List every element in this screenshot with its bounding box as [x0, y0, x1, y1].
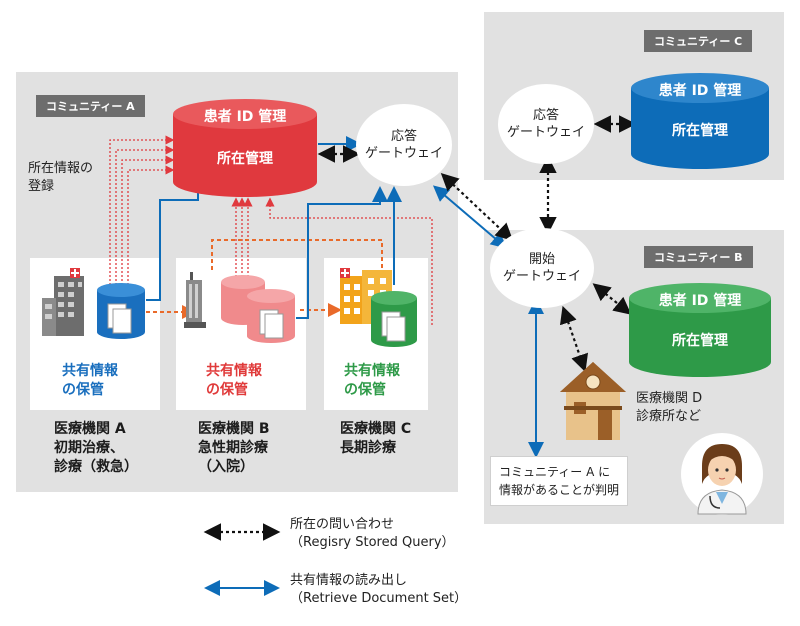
institution-b-store-label: 共有情報 の保管 — [206, 363, 262, 398]
registry-c-title: 患者 ID 管理 — [658, 83, 742, 99]
registration-label: 所在情報の 登録 — [28, 161, 94, 194]
registry-c-subtitle: 所在管理 — [672, 123, 728, 139]
clinic-house-icon — [560, 362, 626, 442]
registry-a-cylinder: 患者 ID 管理 所在管理 — [172, 98, 318, 198]
institution-b-label: 医療機関 B 急性期診療 （入院） — [198, 421, 270, 475]
legend-query-label: 所在の問い合わせ （Regisry Stored Query） — [290, 517, 455, 550]
document-store-c-icon — [370, 290, 418, 350]
community-b-tag: コミュニティー B — [644, 246, 753, 268]
registry-b-cylinder: 患者 ID 管理 所在管理 — [628, 282, 772, 378]
registry-b-title: 患者 ID 管理 — [658, 293, 742, 309]
clinic-label: 医療機関 D 診療所など — [636, 391, 703, 424]
registry-a-subtitle: 所在管理 — [217, 151, 273, 167]
doctor-avatar-icon — [680, 432, 764, 516]
institution-a-store-label: 共有情報 の保管 — [62, 363, 118, 398]
institution-c-store-label: 共有情報 の保管 — [344, 363, 400, 398]
registry-a-title: 患者 ID 管理 — [203, 109, 287, 125]
hospital-building-icon — [40, 268, 96, 338]
institution-a-label: 医療機関 A 初期治療、 診療（救急） — [54, 421, 138, 475]
institution-c-label: 医療機関 C 長期診療 — [340, 421, 412, 456]
legend-retrieve-label: 共有情報の読み出し （Retrieve Document Set） — [290, 573, 468, 606]
registry-b-subtitle: 所在管理 — [672, 333, 728, 349]
gateway-a-line1: 応答 — [390, 129, 417, 144]
registry-c-cylinder: 患者 ID 管理 所在管理 — [630, 72, 770, 170]
gateway-c-line1: 応答 — [532, 108, 559, 123]
office-tower-icon — [182, 272, 210, 328]
document-store-b-icon — [220, 274, 300, 346]
gateway-b-line2: ゲートウェイ — [502, 269, 581, 284]
gateway-b-line1: 開始 — [528, 252, 555, 267]
community-a-tag: コミュニティー A — [36, 95, 145, 117]
responding-gateway-a: 応答 ゲートウェイ — [356, 104, 452, 186]
notice-line2: 情報があることが判明 — [499, 483, 620, 497]
initiating-gateway-b: 開始 ゲートウェイ — [490, 228, 594, 308]
responding-gateway-c: 応答 ゲートウェイ — [498, 84, 594, 164]
notice-box: コミュニティー A に 情報があることが判明 — [490, 456, 629, 506]
community-c-tag: コミュニティー C — [644, 30, 753, 52]
gateway-a-line2: ゲートウェイ — [364, 146, 443, 161]
gateway-c-line2: ゲートウェイ — [506, 125, 585, 140]
notice-line1: コミュニティー A に — [499, 465, 611, 479]
document-store-a-icon — [96, 282, 146, 342]
